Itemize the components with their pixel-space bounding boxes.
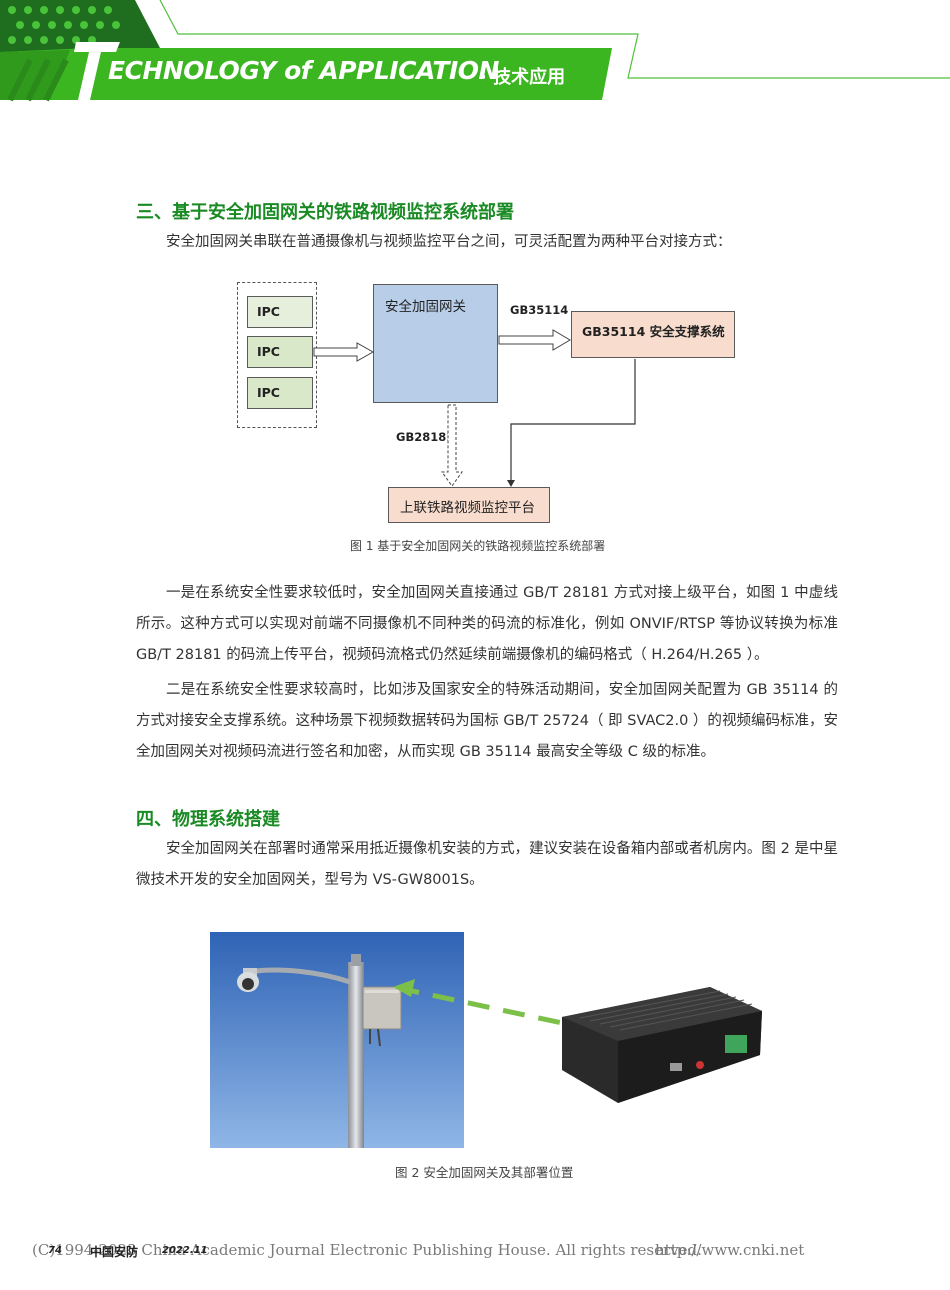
arrow-gateway-to-platform (441, 404, 463, 487)
section3-intro: 安全加固网关串联在普通摄像机与视频监控平台之间，可灵活配置为两种平台对接方式： (166, 234, 732, 250)
figure2-photo-pole (210, 932, 464, 1148)
footer-url[interactable]: http://www.cnki.net (655, 1241, 805, 1259)
arrow-gateway-to-support (498, 329, 571, 351)
magazine-logo: 中国安防 (90, 1245, 139, 1259)
header-subtitle: · 技术应用 (480, 67, 566, 88)
footer-copyright: (C)1994-2023 China Academic Journal Elec… (32, 1241, 702, 1259)
arrow-ipc-to-gateway (313, 342, 375, 362)
page-header-banner: ECHNOLOGY of APPLICATION · 技术应用 (0, 0, 950, 110)
pole-camera-illustration (210, 932, 464, 1148)
gateway-box: 安全加固网关 (373, 284, 498, 403)
arrowhead-platform (507, 480, 515, 487)
line-support-to-platform (510, 359, 636, 482)
page-number: 74 (48, 1245, 62, 1256)
gb35114-label: GB35114 (510, 303, 569, 317)
section3-paragraph-2: 二是在系统安全性要求较高时，比如涉及国家安全的特殊活动期间，安全加固网关配置为 … (136, 682, 838, 760)
figure1-caption: 图 1 基于安全加固网关的铁路视频监控系统部署 (350, 539, 606, 553)
figure2-caption: 图 2 安全加固网关及其部署位置 (395, 1165, 574, 1180)
figure2-gateway-device (562, 987, 762, 1103)
platform-box: 上联铁路视频监控平台 (388, 487, 550, 523)
pointer-dashed-arrow (393, 979, 596, 1033)
support-system-box: GB35114 安全支撑系统 (571, 311, 735, 358)
header-title: ECHNOLOGY of APPLICATION (108, 56, 499, 85)
section4-paragraph: 安全加固网关在部署时通常采用抵近摄像机安装的方式，建议安装在设备箱内部或者机房内… (136, 841, 838, 888)
diagram-arrows (313, 329, 636, 487)
section3-paragraph-1: 一是在系统安全性要求较低时，安全加固网关直接通过 GB/T 28181 方式对接… (136, 585, 838, 663)
ipc-box-2: IPC (247, 336, 313, 368)
header-graphic (0, 0, 950, 102)
section4-heading: 四、物理系统搭建 (136, 809, 280, 830)
ipc-box-1: IPC (247, 296, 313, 328)
section3-heading: 三、基于安全加固网关的铁路视频监控系统部署 (136, 202, 514, 223)
ipc-box-3: IPC (247, 377, 313, 409)
gb28181-label: GB28181 (396, 430, 455, 444)
issue-date: 2022.11 (162, 1245, 208, 1256)
